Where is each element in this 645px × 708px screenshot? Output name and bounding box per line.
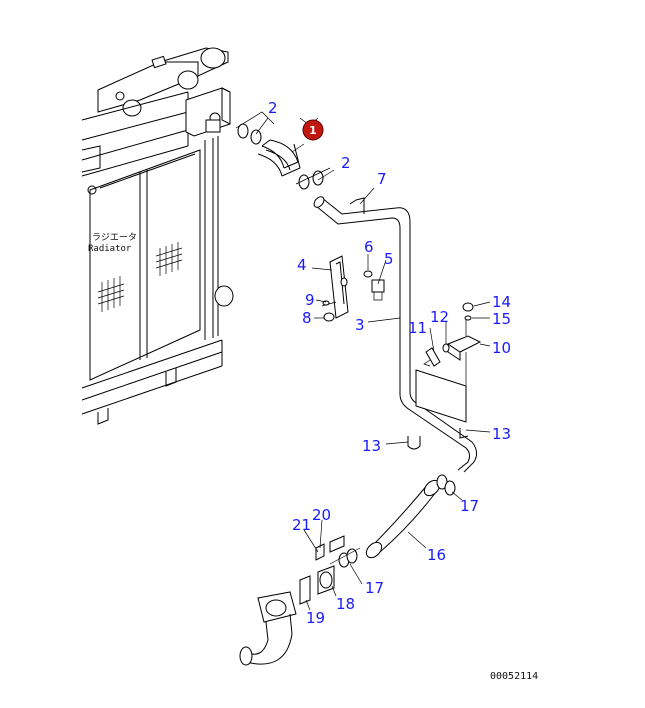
drawing-number: 00052114: [490, 671, 538, 682]
part-label-2b[interactable]: 2: [341, 154, 351, 172]
part-label-12[interactable]: 12: [430, 308, 449, 326]
part-label-19[interactable]: 19: [306, 609, 325, 627]
part-label-20[interactable]: 20: [312, 506, 331, 524]
part-label-13b[interactable]: 13: [492, 425, 511, 443]
part-label-14[interactable]: 14: [492, 293, 511, 311]
bolts-5-6: [363, 270, 385, 301]
part-1-callout[interactable]: 1: [302, 119, 324, 141]
lower-hose-group: [329, 474, 456, 568]
part-label-6[interactable]: 6: [364, 238, 374, 256]
part-label-4[interactable]: 4: [297, 256, 307, 274]
radiator-assembly: [81, 47, 234, 425]
part-label-10[interactable]: 10: [492, 339, 511, 357]
part-label-17a[interactable]: 17: [460, 497, 479, 515]
bracket-4: [321, 255, 349, 322]
part-label-15[interactable]: 15: [492, 310, 511, 328]
radiator-label-jp: ラジエータ: [92, 232, 137, 243]
part-label-13a[interactable]: 13: [362, 437, 381, 455]
part-label-17b[interactable]: 17: [365, 579, 384, 597]
main-pipe: [313, 196, 478, 473]
part-label-7[interactable]: 7: [377, 170, 387, 188]
part-label-8[interactable]: 8: [302, 309, 312, 327]
flange-elbow-group: [239, 535, 345, 666]
part-label-2a[interactable]: 2: [268, 99, 278, 117]
leader-lines: [255, 117, 491, 611]
part-labels: 2 2 7 6 5 4 9 8 3 11 12 14 15 10 13 13 1…: [268, 99, 511, 627]
part-label-3[interactable]: 3: [355, 316, 365, 334]
bracket-10: [415, 302, 482, 423]
bolts-11-12: [423, 343, 450, 367]
radiator-label-en: Radiator: [88, 244, 132, 254]
part-label-16[interactable]: 16: [427, 546, 446, 564]
part-label-9[interactable]: 9: [305, 291, 315, 309]
part-label-21[interactable]: 21: [292, 516, 311, 534]
part-label-11[interactable]: 11: [408, 319, 427, 337]
part-1-number: 1: [309, 124, 317, 137]
upper-hose-group: [235, 111, 331, 190]
part-label-18[interactable]: 18: [336, 595, 355, 613]
part-label-5[interactable]: 5: [384, 250, 394, 268]
